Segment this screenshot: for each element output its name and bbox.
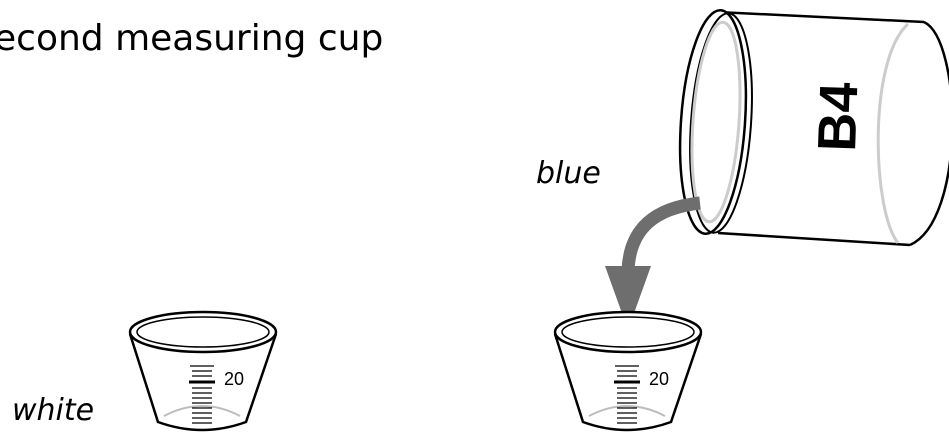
page-title: econd measuring cup	[0, 18, 383, 59]
label-blue: blue	[536, 156, 601, 191]
cup-mark-right: 20	[649, 369, 669, 389]
cup-mark-left: 20	[224, 369, 244, 389]
measuring-cup-icon: 20	[130, 312, 276, 430]
can-label: B4	[807, 81, 869, 152]
paint-can-icon: B4	[673, 8, 949, 245]
measuring-cup-icon: 20	[555, 312, 701, 430]
label-white: white	[12, 393, 94, 428]
